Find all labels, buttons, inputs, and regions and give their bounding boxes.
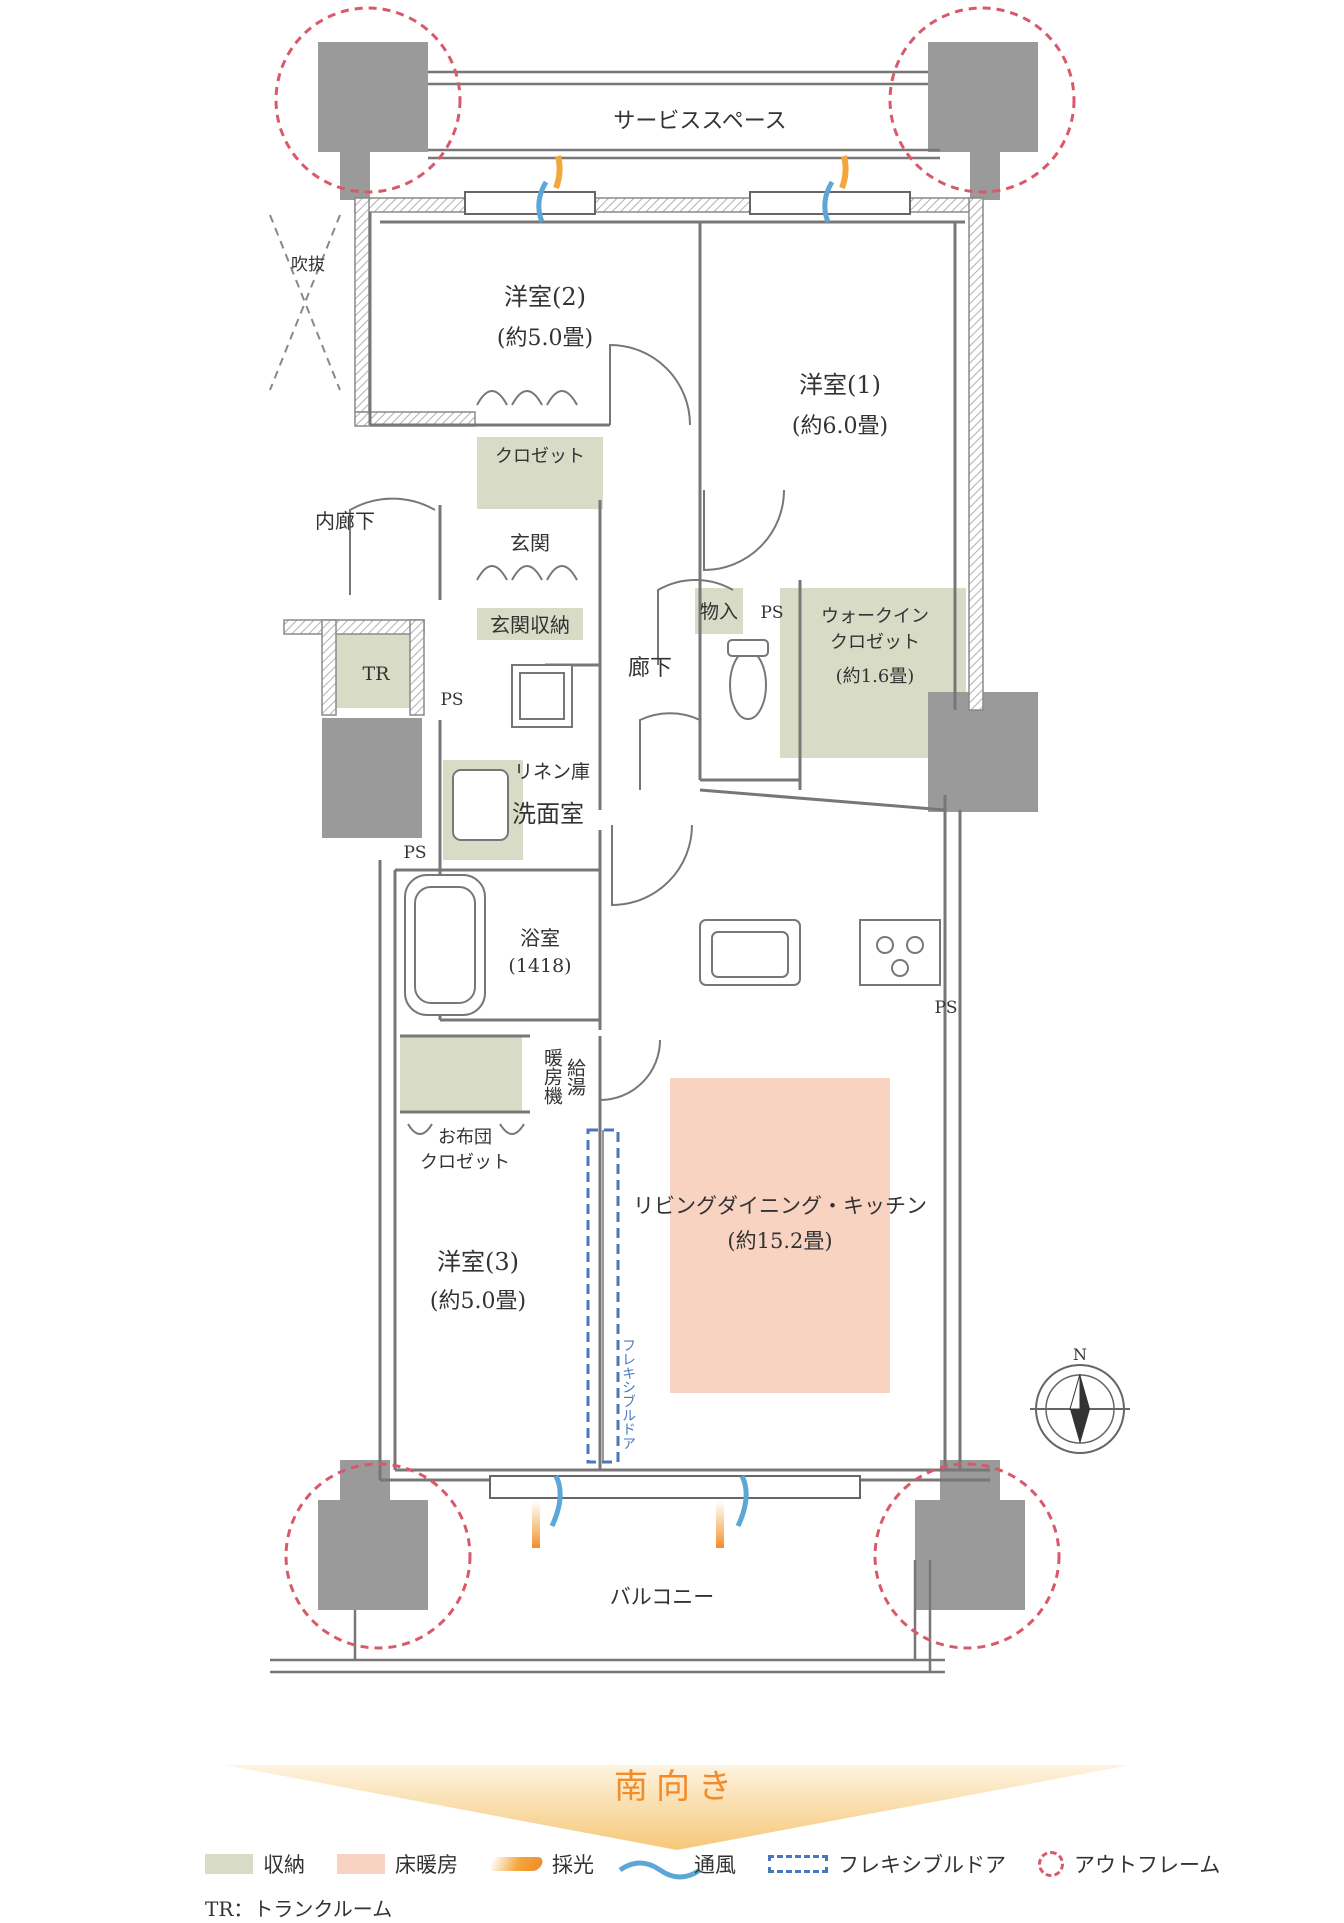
- stove-icon: [859, 919, 941, 986]
- label-linen: リネン庫: [514, 761, 590, 783]
- label-bathroom-size: (1418): [508, 955, 571, 977]
- railings: [270, 70, 945, 1674]
- label-ps-4: PS: [934, 998, 957, 1018]
- legend-flex-door: フレキシブルドア: [768, 1849, 1006, 1879]
- legend-storage-label: 収納: [263, 1853, 305, 1877]
- legend-wind-swatch: [618, 1860, 702, 1880]
- flexible-door: [586, 1128, 620, 1464]
- trunk-room-note: TR：トランクルーム: [205, 1897, 393, 1921]
- legend-outframe-label: アウトフレーム: [1074, 1853, 1221, 1877]
- label-flexible-door: フレキシブルドア: [620, 1338, 636, 1450]
- label-western3: 洋室(3): [437, 1248, 519, 1276]
- sink-icon: [452, 769, 509, 841]
- legend-storage-swatch: [205, 1854, 253, 1874]
- label-western2-size: (約5.0畳): [497, 326, 593, 351]
- floor-heating-area: [670, 1078, 890, 1393]
- legend-flex-door-label: フレキシブルドア: [838, 1853, 1006, 1877]
- label-western2: 洋室(2): [504, 283, 586, 311]
- label-fukinuke: 吹抜: [291, 255, 325, 275]
- label-north: N: [1073, 1345, 1087, 1364]
- legend-light-label: 採光: [552, 1853, 594, 1877]
- label-storage: 物入: [700, 601, 738, 623]
- label-walkin-2: クロゼット: [830, 632, 920, 653]
- label-ps-2: PS: [440, 690, 463, 710]
- label-walkin-1: ウォークイン: [821, 606, 929, 627]
- outframe-circles: [274, 6, 1076, 1650]
- legend-storage: 収納: [205, 1849, 305, 1879]
- void-cross: [269, 214, 341, 391]
- legend-light: 採光: [487, 1849, 594, 1879]
- label-western1: 洋室(1): [799, 371, 881, 399]
- legend: 収納 床暖房 採光 通風 フレキシブルドア アウトフレーム: [205, 1848, 1238, 1880]
- legend-outframe-swatch: [1038, 1851, 1064, 1877]
- legend-light-swatch: [487, 1857, 545, 1871]
- legend-wind: 通風: [694, 1849, 736, 1879]
- toilet-icon: [729, 650, 767, 720]
- walls: [318, 42, 1038, 1610]
- label-closet: クロゼット: [495, 446, 585, 467]
- legend-wind-label: 通風: [694, 1853, 736, 1877]
- label-ps-3: PS: [403, 843, 426, 863]
- south-banner: [225, 1765, 1130, 1850]
- fixtures: [404, 639, 941, 1016]
- legend-floor-heating-swatch: [337, 1854, 385, 1874]
- label-service-space: サービススペース: [613, 109, 786, 134]
- label-entrance-storage: 玄関収納: [490, 613, 570, 637]
- label-heater-1: 給湯: [564, 1058, 586, 1097]
- windows: [464, 191, 911, 1499]
- light-wind-markers: [532, 155, 849, 1548]
- door-swings: [349, 343, 785, 1135]
- north-compass-icon: [1030, 1364, 1130, 1454]
- label-ps-1: PS: [760, 603, 783, 623]
- legend-floor-heating: 床暖房: [337, 1849, 458, 1879]
- label-hallway: 廊下: [628, 656, 672, 681]
- label-entrance: 玄関: [510, 531, 550, 555]
- label-heater-2: 暖房機: [541, 1048, 563, 1105]
- label-balcony: バルコニー: [610, 1585, 715, 1609]
- label-ldk-size: (約15.2畳): [727, 1229, 832, 1253]
- label-western3-size: (約5.0畳): [430, 1289, 526, 1314]
- label-washroom: 洗面室: [512, 800, 584, 828]
- label-orientation: 南向き: [614, 1767, 740, 1807]
- label-ldk: リビングダイニング・キッチン: [633, 1194, 927, 1218]
- label-futon-1: お布団: [438, 1127, 492, 1148]
- label-western1-size: (約6.0畳): [792, 414, 888, 439]
- legend-floor-heating-label: 床暖房: [395, 1853, 458, 1877]
- legend-outframe: アウトフレーム: [1038, 1849, 1220, 1879]
- label-bathroom: 浴室: [520, 926, 560, 950]
- label-futon-2: クロゼット: [420, 1152, 510, 1173]
- label-inner-corridor: 内廊下: [315, 509, 375, 533]
- label-walkin-size: (約1.6畳): [836, 666, 915, 687]
- legend-flex-door-swatch: [768, 1855, 828, 1873]
- label-tr: TR: [363, 663, 391, 685]
